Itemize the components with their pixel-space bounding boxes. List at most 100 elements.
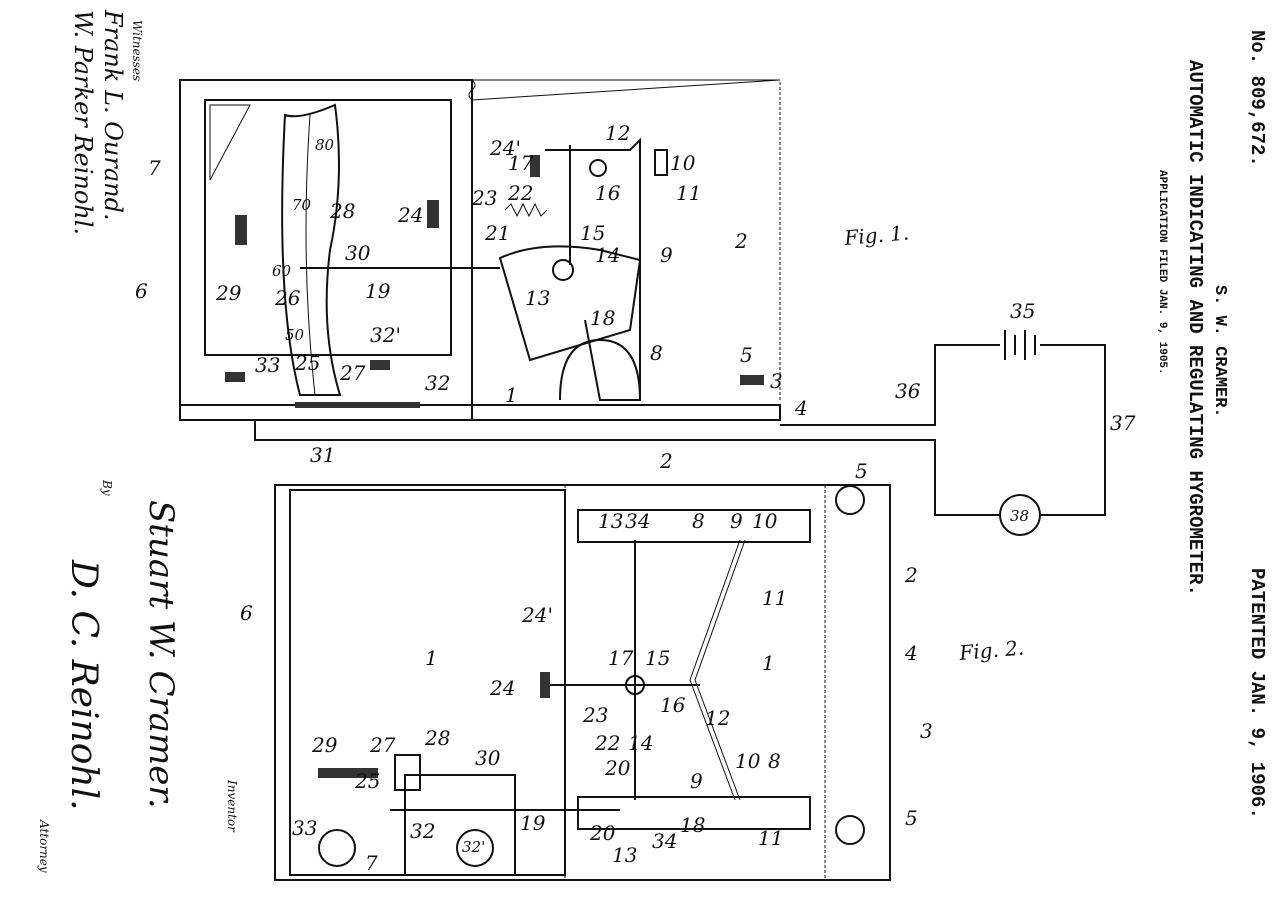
reference-numeral: 11 — [758, 826, 783, 850]
bracket-8-bottom — [577, 796, 811, 830]
reference-numeral: 2 — [734, 229, 748, 253]
scale-plate — [281, 103, 342, 396]
reference-numeral: 1 — [425, 646, 438, 670]
reference-numeral: 28 — [424, 726, 450, 750]
reference-numeral: 20 — [604, 756, 631, 780]
reference-numeral: 33 — [255, 353, 280, 377]
reference-numeral: 17 — [608, 646, 634, 670]
reference-numeral: 18 — [590, 306, 615, 330]
reference-numeral: 13 — [598, 509, 623, 533]
reference-numeral: 13 — [525, 286, 550, 310]
witness-1-signature: Frank L. Ourand. — [99, 9, 127, 221]
scale-label-50: 50 — [285, 326, 305, 344]
inventor-name: S. W. CRAMER. — [1210, 285, 1229, 418]
reference-numeral: 25 — [294, 351, 320, 375]
reference-numeral: 22 — [507, 181, 533, 205]
post-32-prime — [456, 829, 494, 867]
reference-numeral: 2 — [659, 449, 673, 473]
reference-numeral: 27 — [339, 361, 366, 385]
figure-1: 80 70 60 50 Fig. 1. 7 6 29 26 — [135, 79, 1136, 536]
reference-numeral: 15 — [580, 221, 605, 245]
reference-numeral: 28 — [329, 199, 355, 223]
reference-numeral: 5 — [740, 343, 753, 367]
reference-numeral: 10 — [670, 151, 696, 175]
reference-numeral: 7 — [148, 156, 161, 180]
reference-numeral: 24' — [489, 136, 521, 160]
reference-numeral: 17 — [508, 151, 534, 175]
patent-title: AUTOMATIC INDICATING AND REGULATING HYGR… — [1184, 60, 1206, 596]
pivot-14 — [552, 259, 574, 281]
reference-numeral: 6 — [135, 279, 148, 303]
reference-numeral: 34 — [652, 829, 677, 853]
screw-29 — [318, 768, 378, 778]
knob-24 — [427, 200, 439, 228]
battery-35 — [1004, 330, 1036, 360]
reference-numeral: 35 — [1010, 299, 1035, 323]
fig2-label: Fig. 2. — [957, 635, 1025, 665]
reference-numeral: 38 — [1010, 507, 1029, 525]
fig2-numerals: 2 6 1 24' 24 13 34 8 9 10 11 2 4 3 5 5 1… — [240, 449, 933, 875]
contact-10 — [654, 149, 668, 176]
reference-numeral: 16 — [595, 181, 621, 205]
block-32 — [404, 774, 516, 876]
reference-numeral: 27 — [369, 733, 396, 757]
contact-strip-31 — [295, 402, 420, 408]
reference-numeral: 24' — [521, 603, 553, 627]
by-label: By — [100, 479, 114, 496]
witnesses-label: Witnesses — [130, 20, 144, 81]
fig1-label: Fig. 1. — [842, 220, 910, 250]
cover-boundary — [564, 485, 826, 880]
signatures: Witnesses Frank L. Ourand. W. Parker Rei… — [37, 9, 239, 873]
attorney-signature: D. C. Reinohl. — [63, 559, 104, 811]
reference-numeral: 10 — [752, 509, 778, 533]
base-plate-1 — [179, 404, 781, 421]
member-12 — [689, 539, 746, 801]
patented-date: PATENTED JAN. 9, 1906. — [1246, 568, 1268, 819]
fig1-numerals: 7 6 29 26 25 27 33 31 32 32' 28 30 19 24… — [135, 121, 1136, 525]
reference-numeral: 7 — [365, 851, 378, 875]
reference-numeral: 13 — [612, 843, 637, 867]
circuit-wires — [254, 344, 1106, 516]
cover-outline — [468, 79, 781, 101]
device-38 — [999, 494, 1041, 536]
reference-numeral: 24 — [397, 203, 423, 227]
binding-post-32-prime — [370, 360, 390, 370]
glass-window — [204, 99, 452, 356]
reference-numeral: 32 — [410, 819, 435, 843]
reference-numeral: 3 — [770, 369, 783, 393]
reference-numeral: 26 — [274, 286, 301, 310]
scale-arc — [305, 114, 316, 396]
pivot-15 — [625, 675, 645, 695]
reference-numeral: 5 — [905, 806, 918, 830]
reference-numeral: 2 — [904, 563, 918, 587]
patent-header: No. 809,672. PATENTED JAN. 9, 1906. S. W… — [1156, 30, 1268, 819]
bracket-27 — [394, 754, 421, 791]
scale-label-60: 60 — [272, 262, 292, 280]
reference-numeral: 36 — [895, 379, 921, 403]
reference-numeral: 8 — [768, 749, 781, 773]
segment-13 — [498, 245, 642, 362]
reference-numeral: 32' — [462, 838, 485, 856]
scale-label-70: 70 — [292, 196, 312, 214]
box-outline — [274, 484, 891, 881]
reference-numeral: 10 — [735, 749, 761, 773]
reference-numeral: 32' — [370, 323, 401, 347]
patent-number: No. 809,672. — [1246, 30, 1268, 167]
reference-numeral: 23 — [471, 186, 497, 210]
reference-numeral: 14 — [628, 731, 653, 755]
reference-numeral: 15 — [645, 646, 670, 670]
screw-24 — [540, 672, 550, 698]
frame-9 — [545, 137, 641, 401]
attorney-label: Attorney — [37, 819, 51, 873]
inventor-signature: Stuart W. Cramer. — [141, 500, 181, 809]
scale-label-80: 80 — [315, 136, 335, 154]
reference-numeral: 30 — [475, 746, 501, 770]
reference-numeral: 3 — [920, 719, 933, 743]
reference-numeral: 31 — [310, 443, 335, 467]
case-frame — [179, 79, 473, 421]
reference-numeral: 29 — [215, 281, 242, 305]
reference-numeral: 20 — [589, 821, 616, 845]
post-5-top — [835, 485, 865, 515]
reference-numeral: 25 — [354, 769, 380, 793]
